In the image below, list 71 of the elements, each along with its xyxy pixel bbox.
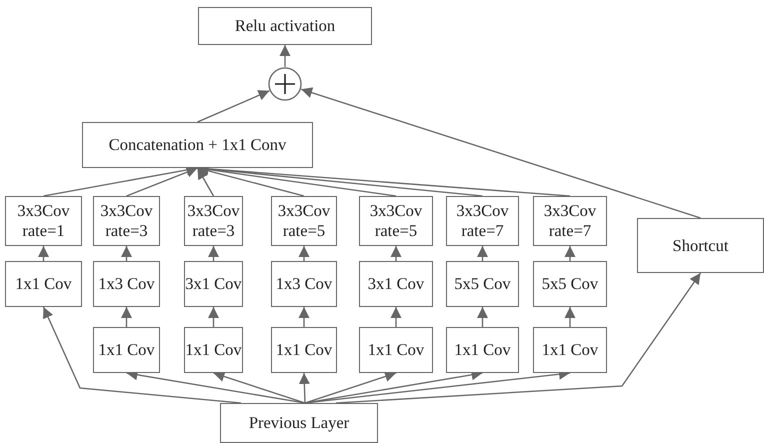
box-label: 5x5 Cov	[454, 274, 511, 294]
process-box	[359, 327, 433, 373]
process-box	[271, 327, 337, 373]
process-box	[93, 261, 160, 307]
process-box	[5, 196, 82, 246]
box-label: 1x1 Cov	[276, 340, 332, 360]
box-label: 3x3Cov rate=5	[276, 201, 332, 241]
box-label: 1x1 Cov	[185, 340, 242, 360]
box-label: Previous Layer	[248, 413, 350, 433]
arrow	[564, 246, 576, 261]
arrow	[208, 246, 219, 261]
box-label: Concatenation + 1x1 Conv	[108, 135, 286, 155]
process-box	[446, 196, 519, 246]
process-box	[93, 327, 160, 373]
box-label: 3x1 Cov	[368, 274, 424, 294]
arrow	[564, 307, 576, 327]
box-label: 1x3 Cov	[98, 274, 155, 294]
arrow	[336, 272, 702, 404]
box-label: 1x3 Cov	[276, 274, 332, 294]
process-box	[533, 327, 607, 373]
box-label: 1x1 Cov	[454, 340, 511, 360]
arrow	[38, 246, 49, 261]
process-box	[446, 327, 519, 373]
box-label: Relu activation	[234, 16, 336, 36]
box-label: 5x5 Cov	[542, 274, 598, 294]
arrow	[390, 307, 402, 327]
arrow	[298, 307, 310, 327]
box-label: 3x3Cov rate=3	[99, 201, 154, 241]
process-box	[82, 122, 313, 168]
box-label: 1x1 Cov	[368, 340, 424, 360]
arrow	[298, 372, 310, 404]
arrow	[196, 168, 214, 196]
sum-circle	[268, 67, 302, 101]
box-label: 1x1 Cov	[98, 340, 155, 360]
arrow	[280, 45, 290, 67]
arrow	[390, 246, 402, 261]
process-box	[220, 403, 378, 443]
process-box	[93, 196, 160, 246]
process-box	[5, 261, 82, 307]
process-box	[271, 261, 337, 307]
arrow	[477, 246, 488, 261]
process-box	[359, 196, 433, 246]
arrow	[298, 246, 310, 261]
box-label: 3x3Cov rate=7	[542, 201, 598, 241]
process-box	[446, 261, 519, 307]
process-box	[198, 7, 372, 45]
box-label: 3x3Cov rate=1	[16, 201, 71, 241]
arrow	[213, 371, 306, 404]
box-label: Shortcut	[672, 236, 728, 256]
process-box	[533, 261, 607, 307]
box-label: 3x3Cov rate=5	[368, 201, 424, 241]
arrow	[121, 246, 132, 261]
box-label: 1x1 Cov	[15, 274, 72, 294]
process-box	[271, 196, 337, 246]
arrow	[42, 306, 242, 404]
process-box	[533, 196, 607, 246]
arrow	[477, 307, 488, 327]
box-label: 3x1 Cov	[185, 274, 242, 294]
process-box	[184, 327, 243, 373]
box-label: 3x3Cov rate=3	[186, 201, 241, 241]
box-label: 3x3Cov rate=7	[455, 201, 510, 241]
arrow	[197, 90, 270, 123]
box-label: 1x1 Cov	[542, 340, 598, 360]
process-box	[359, 261, 433, 307]
arrow	[126, 166, 198, 197]
process-box	[637, 218, 764, 273]
arrow	[300, 87, 701, 219]
process-box	[184, 261, 243, 307]
arrow	[208, 307, 219, 327]
arrow	[121, 307, 132, 327]
arrow	[304, 371, 396, 404]
